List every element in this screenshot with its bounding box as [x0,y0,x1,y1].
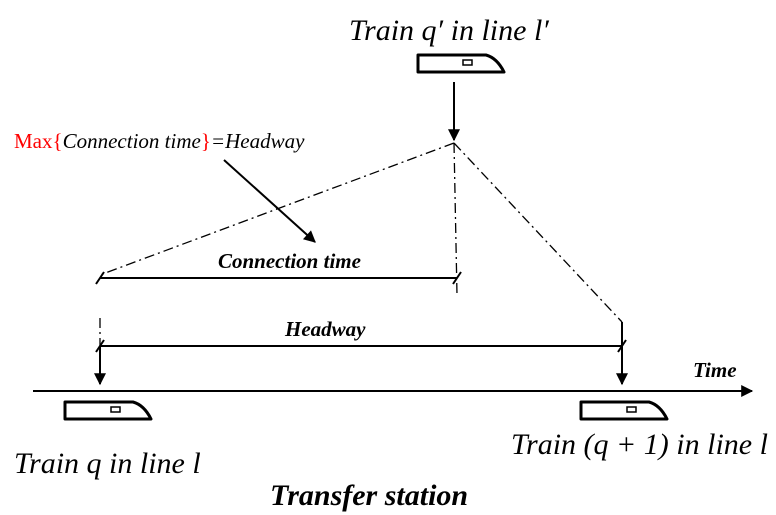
time-axis-label: Time [693,358,737,382]
connection-time-label: Connection time [218,249,361,273]
train-icon-top [416,53,506,74]
headway-label: Headway [284,317,366,341]
train-icon-q [63,400,153,421]
train-q-label: Train q in line l [14,447,201,480]
max-connection-label: Max{Connection time}=Headway [14,129,305,153]
max-pointer-arrow [223,159,316,243]
headway-dimension [95,339,627,353]
top-train-label: Train q′ in line l′ [349,14,549,47]
connection-time-dimension [95,271,462,285]
dash-dot-lines [99,142,623,346]
transfer-station-label: Transfer station [270,479,468,512]
train-icon-q1 [579,400,669,421]
train-q1-label: Train (q + 1) in line l [511,428,768,461]
